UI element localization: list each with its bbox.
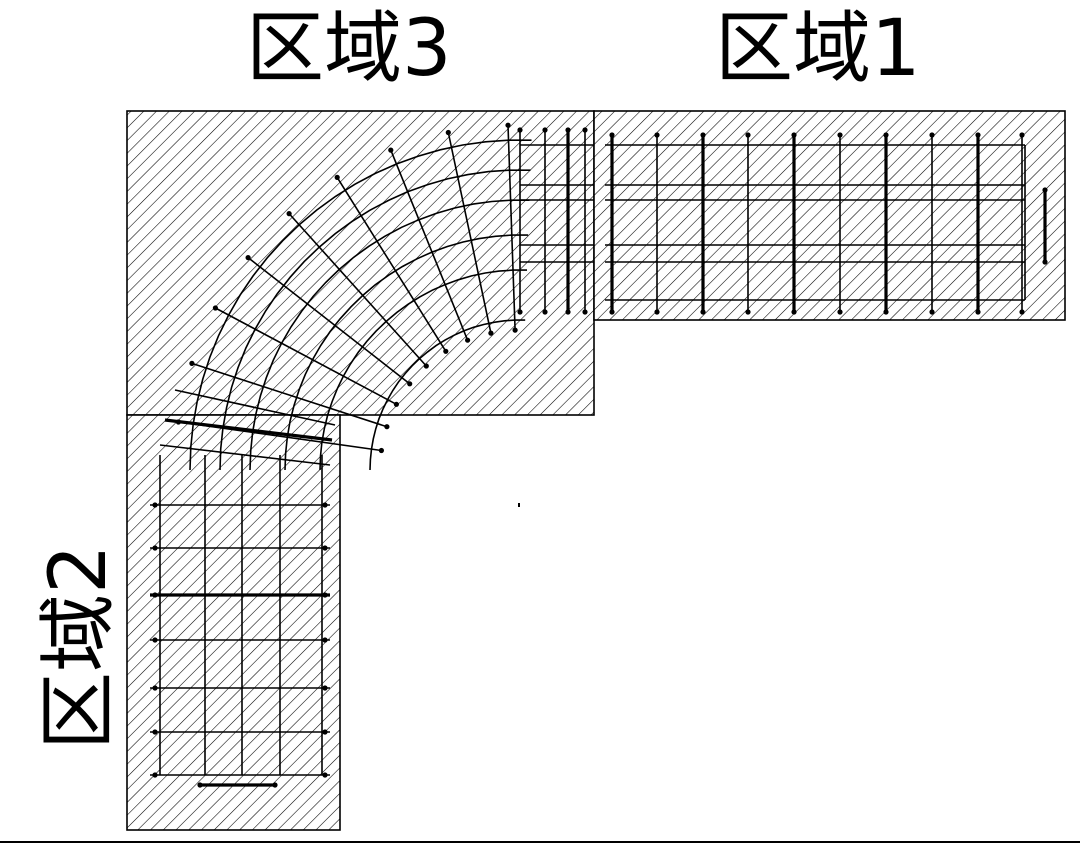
bar-end-dot: [883, 132, 889, 138]
radial-stirrup: [215, 307, 397, 406]
bar-end-dot: [745, 309, 751, 315]
region-3-label: 区域3: [246, 4, 452, 94]
radial-stirrup: [191, 362, 388, 428]
bar-end-dot: [189, 360, 195, 366]
radial-stirrup: [288, 213, 427, 367]
bar-end-dot: [929, 309, 935, 315]
curved-bar: [219, 169, 531, 471]
bar-end-dot: [488, 330, 494, 336]
bar-end-dot: [152, 637, 158, 643]
bar-end-dot: [505, 122, 511, 128]
bar-end-dot: [512, 327, 518, 333]
bar-end-dot: [1019, 132, 1025, 138]
curved-bar: [369, 319, 526, 471]
bar-end-dot: [322, 545, 328, 551]
bar-end-dot: [837, 132, 843, 138]
radial-stirrup: [507, 125, 516, 331]
bar-end-dot: [378, 447, 384, 454]
bar-end-dot: [582, 127, 588, 133]
bar-end-dot: [152, 545, 158, 551]
bar-end-dot: [700, 309, 706, 315]
bar-end-dot: [975, 132, 981, 138]
region-1-label: 区域1: [715, 4, 921, 94]
bar-end-dot: [1019, 309, 1025, 315]
region-2-rebar: [150, 455, 330, 788]
bar-end-dot: [445, 129, 451, 136]
bar-end-dot: [1042, 259, 1048, 265]
radial-stirrup: [447, 132, 492, 334]
bar-end-dot: [286, 211, 292, 217]
curved-bar: [189, 139, 532, 471]
bar-end-dot: [388, 147, 394, 153]
curved-bar: [284, 234, 529, 471]
bar-end-dot: [542, 127, 548, 133]
transition-tie: [174, 389, 336, 426]
region-3-block: [126, 110, 595, 416]
bar-end-dot: [975, 309, 981, 315]
bar-end-dot: [609, 132, 615, 138]
region-2-block: [126, 414, 341, 831]
bar-end-dot: [152, 729, 158, 735]
bar-end-dot: [565, 127, 571, 133]
bar-end-dot: [542, 309, 548, 315]
bar-end-dot: [322, 592, 328, 598]
bar-end-dot: [700, 132, 706, 138]
radial-stirrup: [390, 149, 469, 341]
bar-end-dot: [745, 132, 751, 138]
region-3-rebar: [159, 122, 594, 471]
bar-end-dot: [443, 348, 449, 354]
bar-end-dot: [517, 309, 523, 315]
stray-mark: [518, 503, 520, 507]
bar-end-dot: [152, 685, 158, 691]
curved-bar: [319, 269, 527, 471]
transition-tie: [159, 444, 331, 466]
bar-end-dot: [152, 592, 158, 598]
radial-stirrup: [247, 256, 411, 385]
bar-end-dot: [407, 381, 413, 387]
bar-end-dot: [272, 782, 278, 788]
bar-end-dot: [423, 363, 429, 369]
bar-end-dot: [334, 174, 340, 180]
bar-end-dot: [322, 772, 328, 778]
bar-end-dot: [517, 127, 523, 133]
bar-end-dot: [654, 132, 660, 138]
curved-bar: [249, 199, 530, 471]
bar-end-dot: [322, 685, 328, 691]
bar-end-dot: [791, 309, 797, 315]
bar-end-dot: [152, 772, 158, 778]
bar-end-dot: [1042, 187, 1048, 193]
bar-end-dot: [609, 309, 615, 315]
radial-stirrup: [336, 176, 447, 352]
bar-end-dot: [322, 729, 328, 735]
bar-end-dot: [565, 309, 571, 315]
bar-end-dot: [883, 309, 889, 315]
bar-end-dot: [322, 502, 328, 508]
bar-end-dot: [791, 132, 797, 138]
bar-end-dot: [322, 637, 328, 643]
bar-end-dot: [212, 305, 218, 311]
bar-end-dot: [929, 132, 935, 138]
region-2-label: 区域2: [34, 544, 124, 750]
bar-end-dot: [384, 424, 390, 430]
bar-end-dot: [654, 309, 660, 315]
bar-end-dot: [837, 309, 843, 315]
bar-end-dot: [465, 337, 471, 343]
region-1-rebar: [605, 132, 1048, 315]
bar-end-dot: [393, 401, 399, 407]
bar-end-dot: [197, 782, 203, 788]
transition-tie: [164, 418, 333, 442]
region-1-block: [593, 110, 1066, 321]
bar-end-dot: [245, 255, 251, 261]
bar-end-dot: [152, 502, 158, 508]
bar-end-dot: [582, 309, 588, 315]
